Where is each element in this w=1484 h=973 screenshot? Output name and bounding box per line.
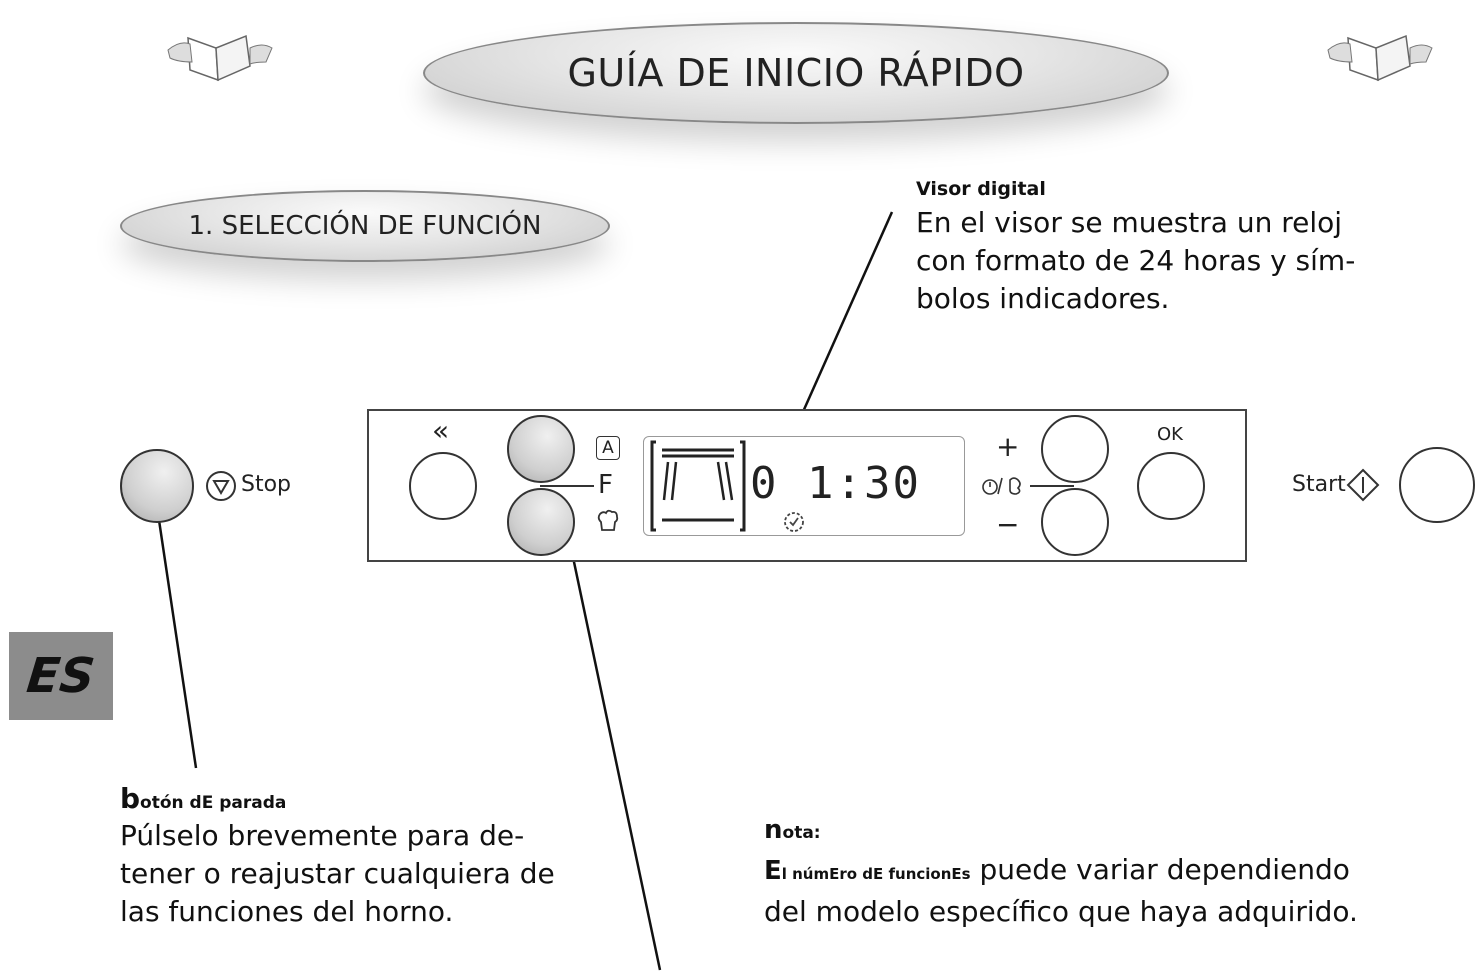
section-title: 1. SELECCIÓN DE FUNCIÓN — [188, 211, 542, 241]
function-connector — [540, 485, 594, 487]
visor-callout-title: Visor digital — [916, 178, 1046, 200]
note-title: ota: — [782, 823, 821, 843]
chef-hat-icon — [597, 509, 619, 531]
function-label: F — [598, 470, 613, 500]
stop-callout-title-initial: b — [120, 782, 141, 815]
reading-book-icon — [167, 34, 273, 82]
ok-label: OK — [1157, 424, 1183, 445]
function-down-button[interactable] — [507, 488, 575, 556]
note-line: del modelo específico que haya adquirido… — [764, 895, 1358, 928]
stop-button[interactable] — [120, 449, 194, 523]
back-button[interactable] — [409, 452, 477, 520]
note-line: puede variar dependiendo — [970, 853, 1350, 886]
timer-icon — [982, 477, 1021, 495]
note-lead-initial: E — [764, 856, 782, 886]
visor-callout: Visor digital En el visor se muestra un … — [916, 178, 1436, 318]
section-banner: 1. SELECCIÓN DE FUNCIÓN — [120, 190, 610, 262]
plus-label: + — [996, 430, 1020, 463]
minus-label: − — [996, 508, 1020, 541]
back-icon: « — [432, 414, 450, 447]
visor-callout-line: con formato de 24 horas y sím- — [916, 244, 1356, 277]
start-icon — [1346, 468, 1380, 502]
visor-callout-line: bolos indicadores. — [916, 282, 1170, 315]
visor-callout-line: En el visor se muestra un reloj — [916, 206, 1343, 239]
start-label: Start — [1292, 472, 1346, 497]
minus-button[interactable] — [1041, 488, 1109, 556]
stop-label: Stop — [241, 472, 292, 497]
note-callout: nota: El númEro dE funcionEs puede varia… — [764, 815, 1464, 931]
ok-button[interactable] — [1137, 452, 1205, 520]
clock-icon — [784, 512, 804, 532]
stop-callout-line: las funciones del horno. — [120, 895, 454, 928]
note-lead: l númEro dE funcionEs — [781, 865, 971, 883]
title-banner: GUÍA DE INICIO RÁPIDO — [423, 22, 1169, 124]
page-title: GUÍA DE INICIO RÁPIDO — [567, 51, 1025, 95]
auto-mode-label: A — [596, 436, 620, 460]
plus-button[interactable] — [1041, 415, 1109, 483]
stop-callout-title: otón dE parada — [140, 793, 287, 813]
language-tab: ES — [9, 632, 113, 720]
note-title-initial: n — [764, 815, 783, 845]
reading-book-icon — [1327, 34, 1433, 82]
oven-function-icon — [650, 440, 746, 532]
digital-display — [643, 436, 965, 536]
stop-callout: botón dE parada Púlselo brevemente para … — [120, 782, 590, 931]
function-up-button[interactable] — [507, 415, 575, 483]
adjust-connector — [1030, 485, 1074, 487]
stop-callout-line: tener o reajustar cualquiera de — [120, 857, 555, 890]
display-time: 0 1:30 — [750, 458, 921, 509]
start-button[interactable] — [1399, 447, 1475, 523]
stop-callout-line: Púlselo brevemente para de- — [120, 819, 525, 852]
stop-icon — [206, 471, 236, 501]
